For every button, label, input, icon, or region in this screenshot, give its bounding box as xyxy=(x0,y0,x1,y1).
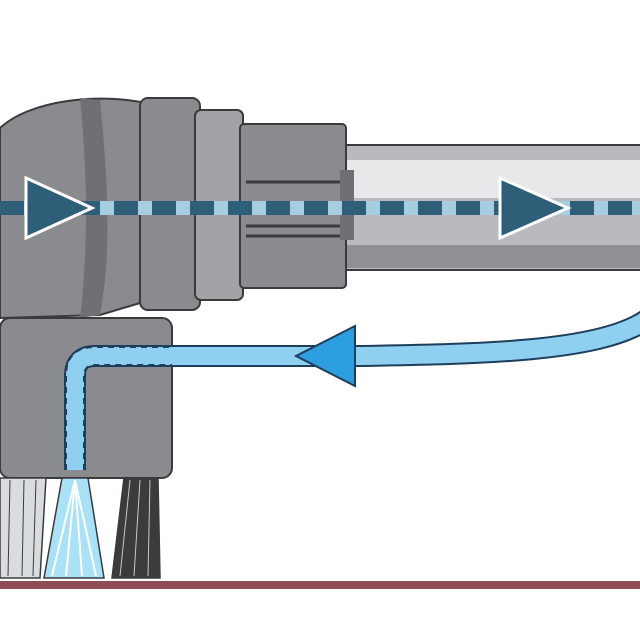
brush-right-bristles xyxy=(111,477,161,579)
brush-left xyxy=(0,477,47,579)
brush-spray-fan xyxy=(43,477,105,579)
suction-tube-highlight xyxy=(330,160,640,198)
brush-right-bristle xyxy=(147,479,151,577)
brush-left-bristle xyxy=(7,479,11,577)
brush-right xyxy=(111,477,161,579)
spray-line xyxy=(65,479,76,577)
suction-tube-shadow xyxy=(330,245,640,268)
spray-line xyxy=(74,479,97,577)
brush-spray xyxy=(43,477,105,579)
brush-right-bristle xyxy=(133,479,141,577)
suction-flow-arrow-icon xyxy=(498,175,572,241)
fluid-flow-arrow-icon xyxy=(293,324,356,388)
spray-line xyxy=(74,479,83,577)
brush-right-bristle xyxy=(119,479,131,577)
fluid-feed-line-inner xyxy=(66,313,640,470)
floor-surface xyxy=(0,581,640,589)
fluid-feed-line-dashes-right xyxy=(83,364,172,470)
brush-left-bristle xyxy=(32,479,37,577)
spray-line xyxy=(51,479,76,577)
fluid-feed-line xyxy=(64,310,640,470)
brush-left-bristle xyxy=(21,479,25,577)
suction-flow-arrow-icon xyxy=(24,175,96,241)
